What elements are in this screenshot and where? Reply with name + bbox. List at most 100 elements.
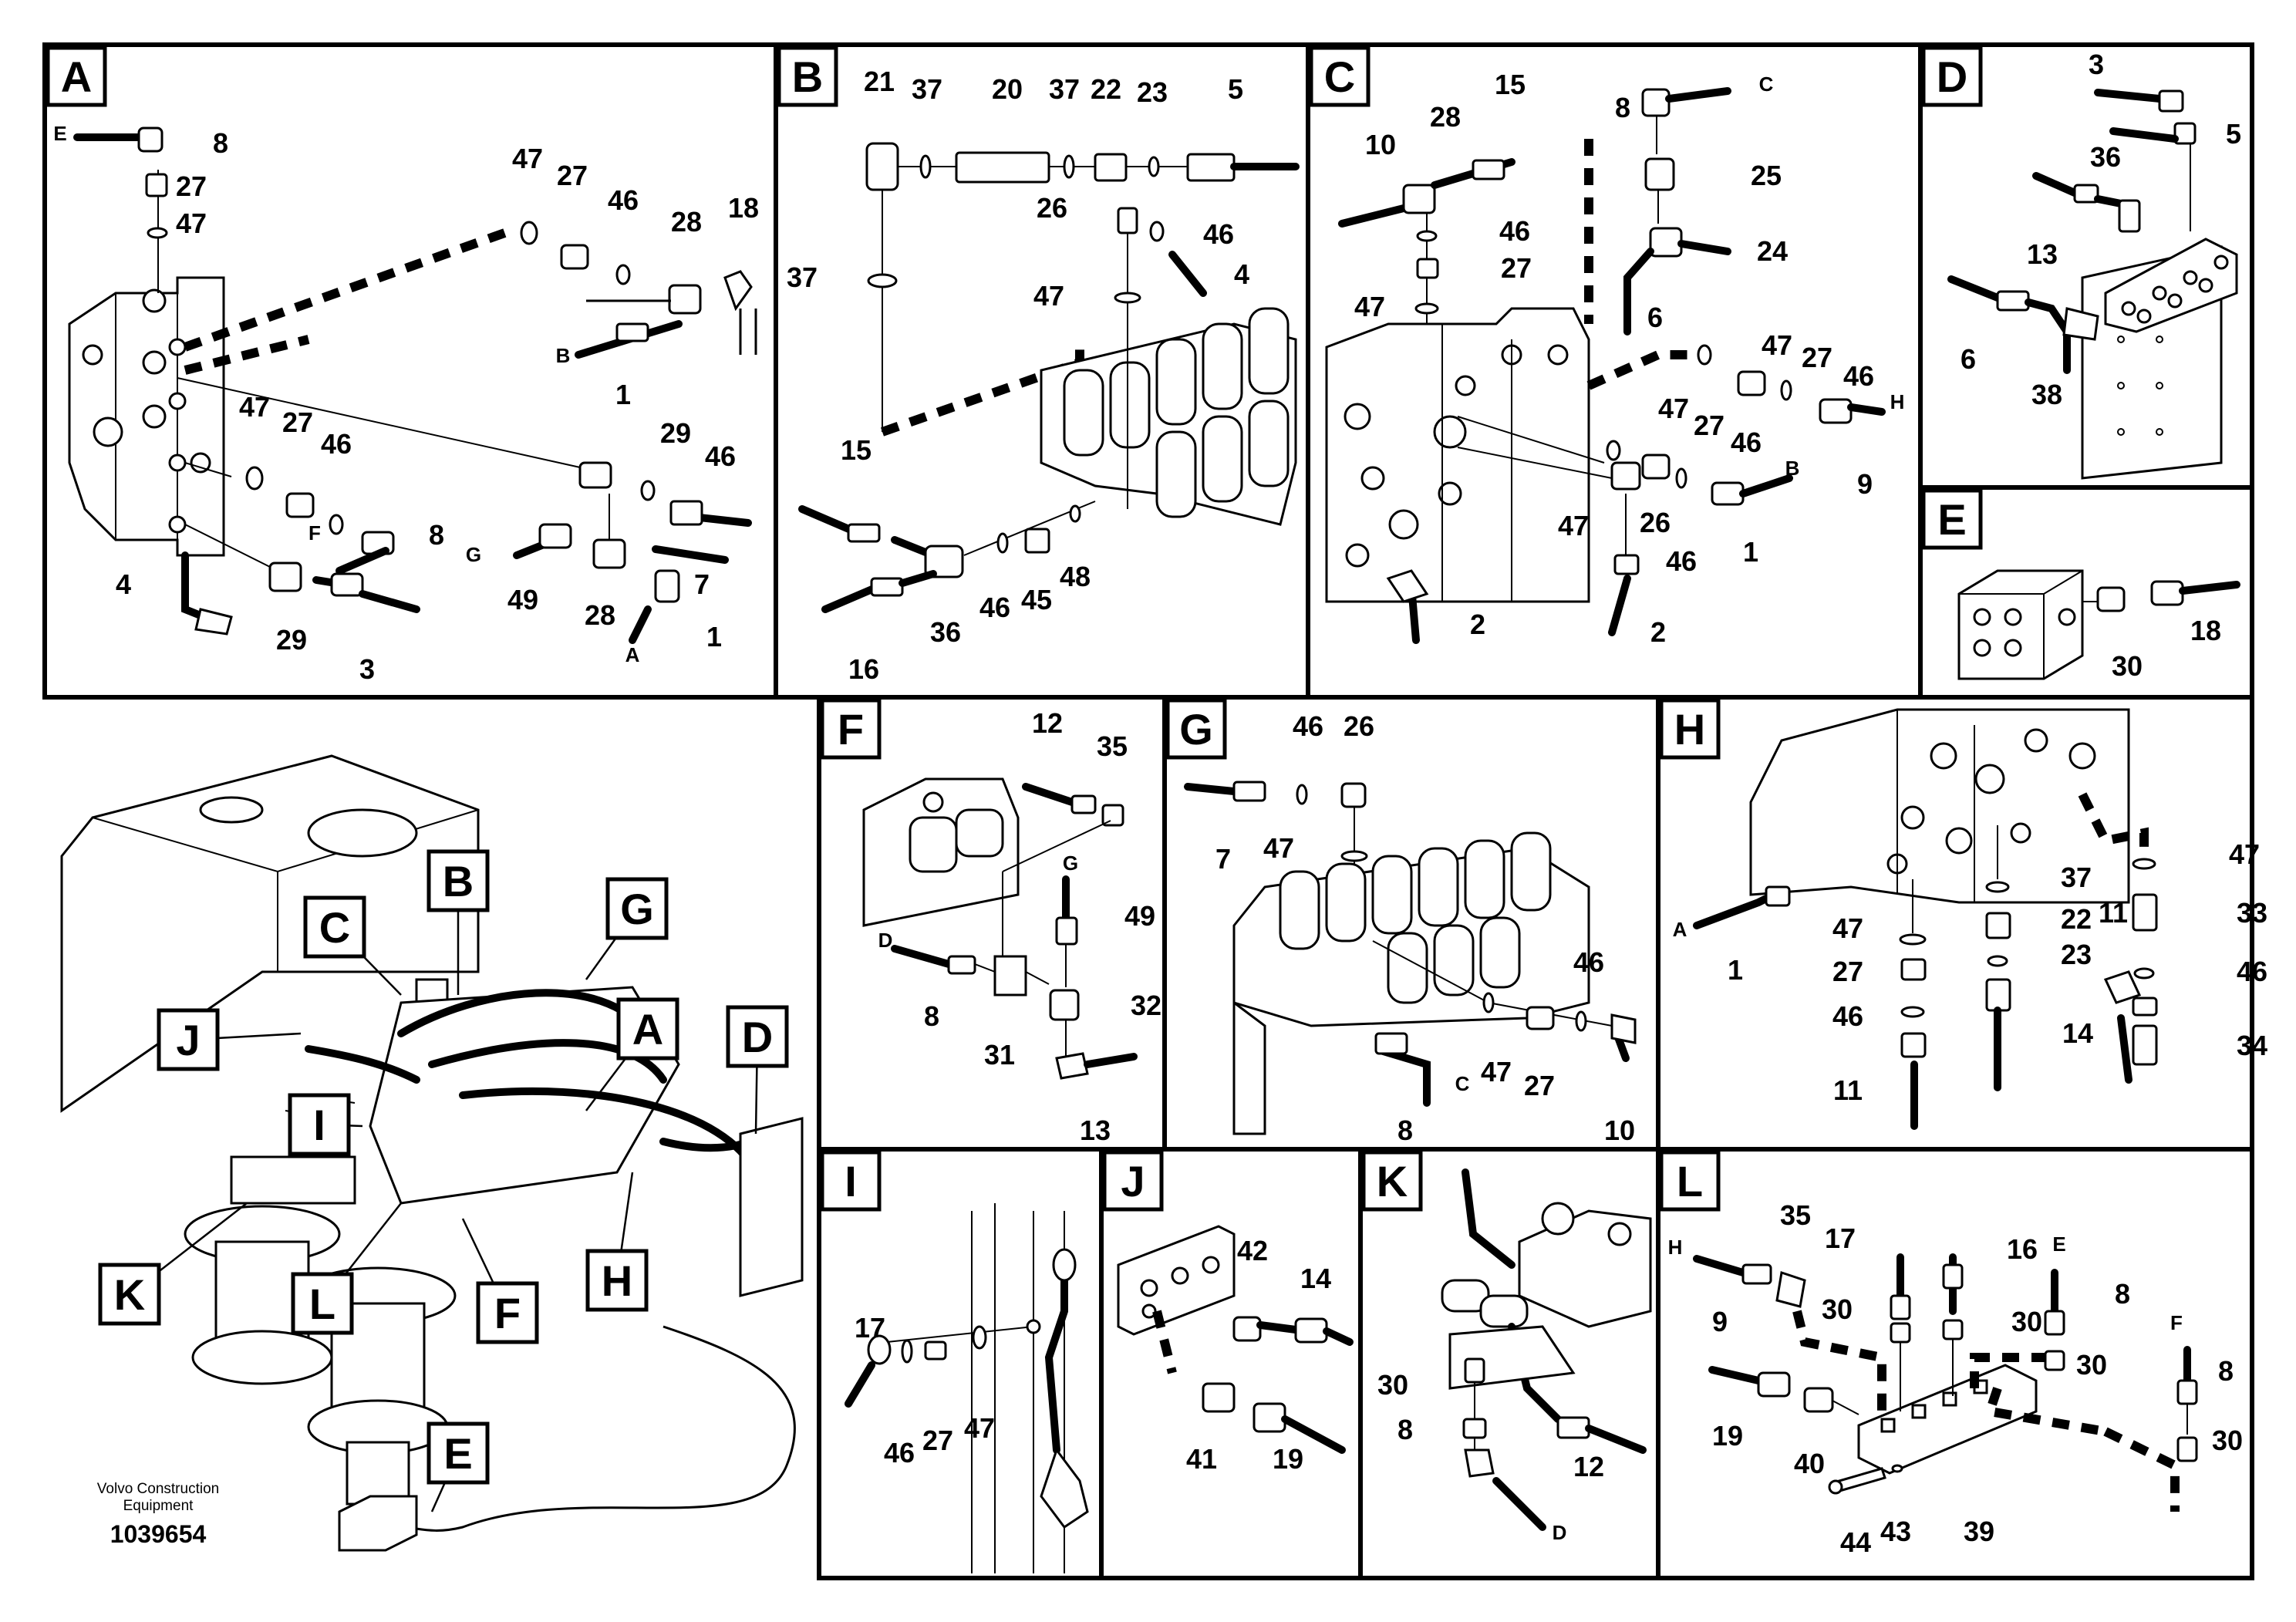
- part-number-label: 17: [855, 1312, 885, 1344]
- overview-callout-box: [476, 1281, 539, 1344]
- panel-letter-a: A: [61, 52, 92, 101]
- connection-letter: D: [878, 929, 893, 952]
- panel-letter-j: J: [1121, 1157, 1145, 1206]
- panel-i-artwork: [845, 1203, 1089, 1573]
- part-number-label: 28: [1430, 101, 1461, 133]
- panel-letter-f: F: [838, 705, 864, 754]
- overview-callout-box: [291, 1272, 354, 1335]
- part-number-label: 17: [1825, 1222, 1856, 1254]
- panel-d-artwork: [1947, 89, 2238, 480]
- panel-j-artwork: [1117, 1225, 1354, 1454]
- panel-letter-box: [1921, 46, 1983, 107]
- connection-letter: F: [2170, 1311, 2183, 1334]
- part-number-label: 46: [2237, 956, 2267, 987]
- connection-letter: C: [1455, 1072, 1470, 1095]
- part-number-label: 30: [2112, 650, 2143, 682]
- manufacturer-caption-line2: Equipment: [123, 1498, 194, 1514]
- overview-callout-a: A: [632, 1005, 663, 1054]
- part-number-label: 46: [705, 440, 736, 472]
- part-number-label: 16: [2007, 1233, 2038, 1265]
- part-number-label: 3: [359, 653, 375, 685]
- panel-e-artwork: [1957, 569, 2240, 680]
- part-number-label: 14: [2062, 1017, 2093, 1049]
- part-number-label: 2: [1650, 616, 1666, 648]
- panel-letter-box: [820, 698, 882, 760]
- part-number-label: 46: [884, 1437, 915, 1469]
- panel-frames: [42, 42, 2254, 1580]
- part-number-label: 1: [1728, 954, 1743, 986]
- connection-letter: D: [1553, 1521, 1567, 1544]
- part-number-label: 10: [1604, 1114, 1635, 1146]
- part-number-label: 8: [1397, 1414, 1413, 1445]
- part-number-label: 47: [1354, 291, 1385, 322]
- part-number-label: 5: [2226, 118, 2241, 150]
- part-number-label: 11: [1833, 1074, 1863, 1106]
- panel-k-artwork: [1441, 1168, 1652, 1531]
- part-number-label: 16: [848, 653, 879, 685]
- overview-callout-box: [605, 877, 669, 940]
- part-number-label: 44: [1840, 1526, 1871, 1558]
- part-number-label: 37: [2061, 862, 2092, 893]
- part-number-label: 47: [176, 207, 207, 239]
- part-number-label: 37: [912, 73, 942, 105]
- part-number-label: 27: [1694, 410, 1725, 441]
- part-number-label: 47: [2229, 838, 2260, 870]
- part-number-label: 38: [2031, 379, 2062, 410]
- panel-letter-k: K: [1377, 1157, 1408, 1206]
- connection-letter: H: [1668, 1236, 1683, 1259]
- part-number-label: 46: [321, 428, 352, 460]
- part-number-label: 46: [1293, 710, 1323, 742]
- part-number-label: 25: [1751, 160, 1782, 191]
- panel-letter-box: [1165, 698, 1227, 760]
- part-number-label: 35: [1780, 1199, 1811, 1231]
- overview-callout-c: C: [319, 903, 350, 952]
- panel-letter-e: E: [1937, 495, 1966, 544]
- part-number-label: 20: [992, 73, 1023, 105]
- part-number-label: 47: [1658, 393, 1689, 424]
- panel-letter-box: [777, 46, 838, 107]
- connection-letter: A: [1673, 918, 1687, 941]
- part-number-label: 26: [1344, 710, 1374, 742]
- part-number-label: 30: [2011, 1306, 2042, 1337]
- part-number-label: 30: [1822, 1293, 1853, 1325]
- overview-callout-d: D: [742, 1013, 773, 1061]
- overview-callout-l: L: [309, 1280, 335, 1328]
- part-number-label: 18: [2190, 615, 2221, 646]
- part-number-label: 14: [1300, 1263, 1331, 1294]
- part-number-label: 23: [1137, 76, 1168, 108]
- overview-callout-box: [288, 1093, 351, 1156]
- part-number-label: 47: [239, 391, 270, 423]
- part-number-label: 30: [2212, 1425, 2243, 1456]
- part-number-label: 29: [660, 417, 691, 449]
- panel-letter-box: [1659, 698, 1721, 760]
- panel-letter-g: G: [1179, 705, 1213, 754]
- part-number-label: 37: [1049, 73, 1080, 105]
- part-number-label: 12: [1573, 1451, 1604, 1482]
- panel-f-artwork: [862, 777, 1138, 1080]
- panel-l-artwork: [1693, 1253, 2198, 1512]
- panel-letter-box: [820, 1150, 882, 1212]
- part-number-label: 32: [1131, 990, 1161, 1021]
- panel-letter-b: B: [792, 52, 823, 101]
- part-number-label: 3: [2089, 49, 2104, 80]
- part-number-label: 47: [964, 1412, 995, 1444]
- part-number-label: 18: [728, 192, 759, 224]
- connection-letter: C: [1759, 73, 1774, 96]
- document-number: 1039654: [110, 1520, 207, 1548]
- panel-letter-box: [1309, 46, 1371, 107]
- part-number-label: 15: [841, 434, 872, 466]
- panel-letter-box: [46, 46, 107, 107]
- part-number-label: 33: [2237, 897, 2267, 929]
- part-number-label: 4: [116, 568, 131, 600]
- part-number-label: 40: [1794, 1448, 1825, 1479]
- part-number-label: 27: [922, 1425, 953, 1456]
- part-number-label: 8: [1615, 92, 1630, 123]
- part-number-label: 36: [930, 616, 961, 648]
- part-number-label: 27: [1802, 342, 1832, 373]
- part-number-label: 27: [176, 170, 207, 202]
- panel-letter-h: H: [1674, 705, 1705, 754]
- part-number-label: 26: [1640, 507, 1671, 538]
- part-number-label: 8: [1397, 1114, 1413, 1146]
